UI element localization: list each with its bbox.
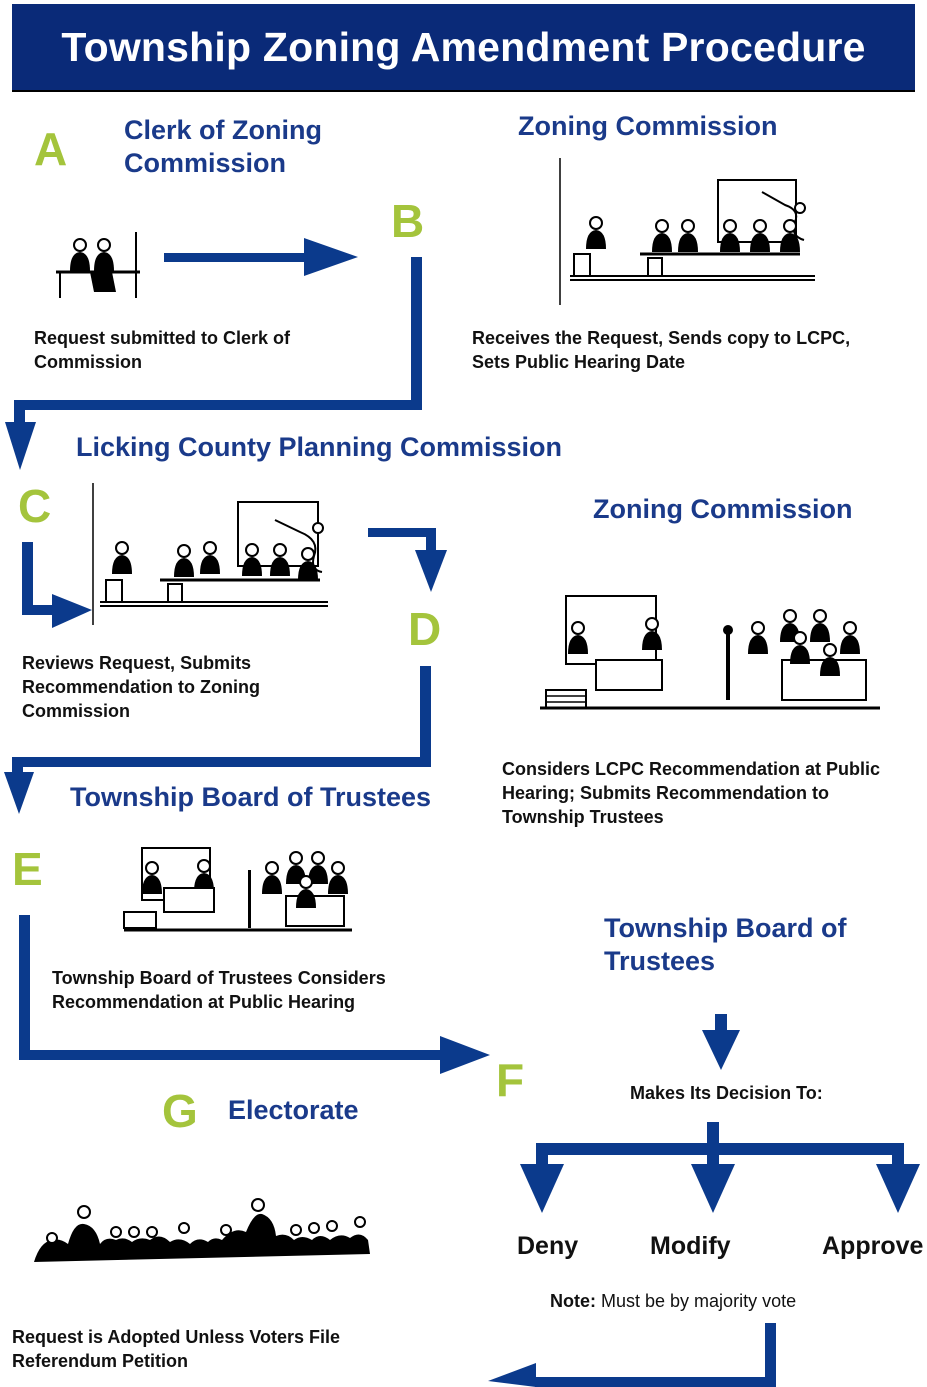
- title-banner: [12, 4, 915, 90]
- step-g-description: Request is Adopted Unless Voters File Re…: [12, 1327, 341, 1371]
- note: Note: Must be by majority vote: [550, 1289, 796, 1313]
- arrow-e-to-f: [19, 915, 490, 1074]
- step-a-description: Request submitted to Clerk of Commission: [34, 328, 291, 372]
- step-c-letter: C: [18, 480, 52, 532]
- decision-tree-arrows: [520, 1122, 920, 1213]
- step-b-heading: Zoning Commission: [518, 111, 778, 141]
- step-e-description: Township Board of Trustees Considers Rec…: [52, 968, 386, 1012]
- step-d-description: Considers LCPC Recommendation at Public …: [502, 759, 881, 827]
- step-a-heading: Clerk of Zoning Commission: [124, 115, 322, 178]
- illustration-zoning-meeting: [559, 158, 815, 305]
- step-f-heading: Township Board of Trustees: [604, 913, 847, 976]
- note-text: Must be by majority vote: [601, 1291, 797, 1311]
- arrow-d-to-e: [4, 666, 431, 814]
- arrow-a-to-b: [164, 238, 358, 276]
- step-g-heading: Electorate: [228, 1095, 359, 1125]
- step-b-letter: B: [391, 195, 425, 247]
- step-c-description: Reviews Request, Submits Recommendation …: [22, 653, 260, 721]
- step-f-letter: F: [496, 1054, 525, 1106]
- illustration-public-hearing: [540, 595, 880, 710]
- arrow-c-to-lcpc: [22, 542, 92, 628]
- step-g-letter: G: [162, 1085, 198, 1137]
- note-label: Note:: [550, 1291, 596, 1311]
- page-title: Township Zoning Amendment Procedure: [61, 24, 866, 70]
- option-deny: Deny: [517, 1232, 579, 1260]
- step-e-letter: E: [12, 843, 43, 895]
- arrow-decision-to-g: [488, 1323, 776, 1387]
- step-e-heading: Township Board of Trustees: [70, 782, 432, 812]
- option-approve: Approve: [822, 1232, 924, 1260]
- step-d-letter: D: [408, 603, 442, 655]
- step-b-description: Receives the Request, Sends copy to LCPC…: [472, 328, 851, 372]
- arrow-f-down: [702, 1014, 740, 1070]
- step-d-heading: Zoning Commission: [593, 494, 853, 524]
- arrow-c-to-d: [368, 528, 447, 592]
- decision-label: Makes Its Decision To:: [630, 1083, 823, 1103]
- arrow-b-to-c: [5, 257, 422, 470]
- step-a-letter: A: [34, 123, 68, 175]
- option-modify: Modify: [650, 1232, 731, 1260]
- step-c-heading: Licking County Planning Commission: [76, 432, 563, 462]
- illustration-trustees-hearing: [123, 847, 352, 932]
- illustration-clerk-desk: [56, 232, 140, 298]
- illustration-electorate-crowd: [34, 1198, 370, 1262]
- illustration-planning-meeting: [92, 483, 328, 625]
